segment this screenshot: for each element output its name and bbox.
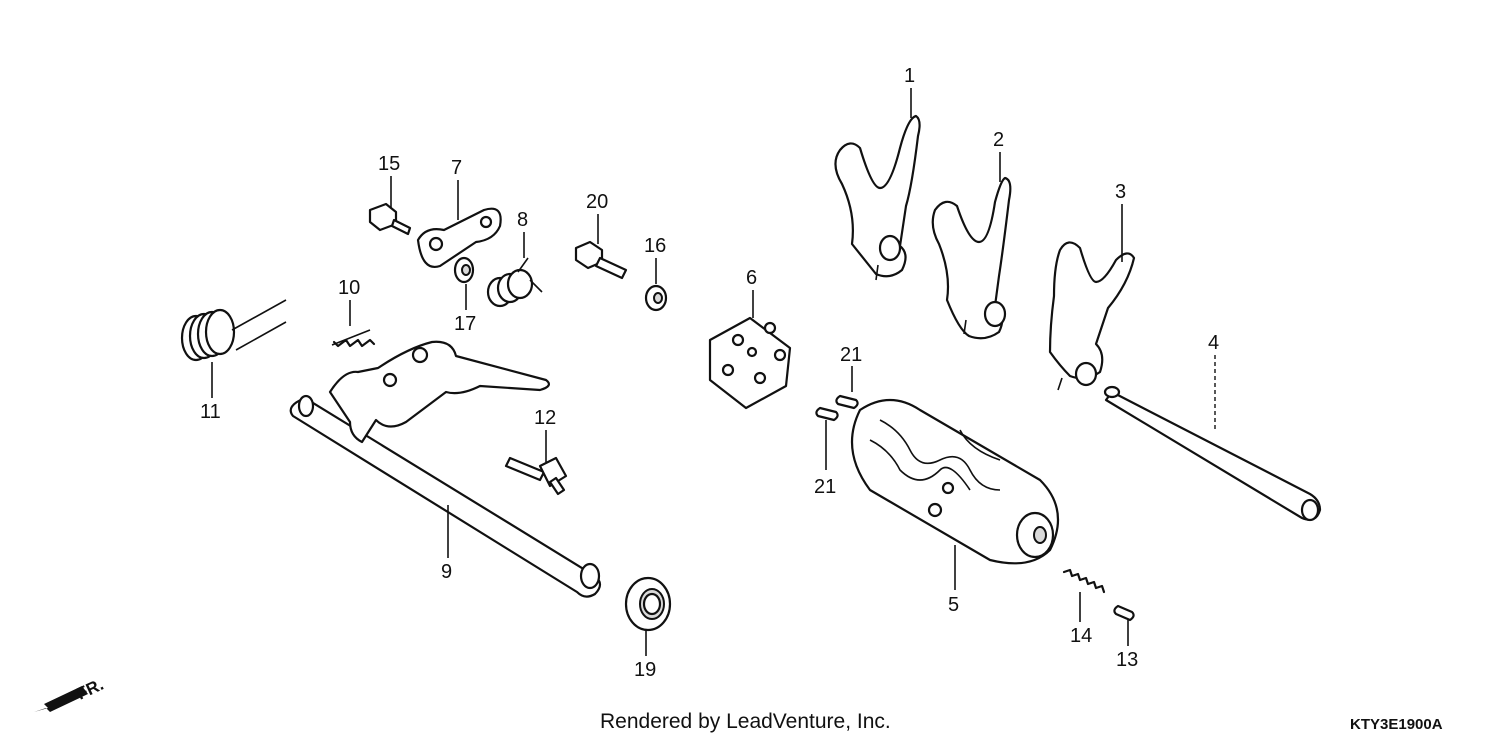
callout-10: 10 bbox=[338, 277, 360, 299]
rendered-by-credit: Rendered by LeadVenture, Inc. bbox=[600, 710, 891, 733]
callout-3: 3 bbox=[1115, 181, 1126, 203]
callout-6: 6 bbox=[746, 267, 757, 289]
part-8-spring[interactable] bbox=[486, 257, 543, 308]
callout-2: 2 bbox=[993, 129, 1004, 151]
part-6-drum-center[interactable] bbox=[708, 316, 792, 410]
callout-11: 11 bbox=[200, 401, 221, 423]
callout-13: 13 bbox=[1116, 649, 1138, 671]
part-1-shift-fork[interactable] bbox=[834, 114, 921, 281]
callout-15: 15 bbox=[378, 153, 400, 175]
part-7-stopper-arm[interactable] bbox=[416, 207, 502, 269]
part-21-dowel-pin-upper[interactable] bbox=[835, 394, 859, 410]
callout-4: 4 bbox=[1208, 332, 1219, 354]
callout-21-upper: 21 bbox=[840, 344, 862, 366]
callout-8: 8 bbox=[517, 209, 528, 231]
part-17-washer[interactable] bbox=[453, 256, 475, 284]
part-4-fork-shaft[interactable] bbox=[1103, 385, 1322, 522]
part-9-gearshift-spindle[interactable] bbox=[289, 340, 602, 598]
callout-17: 17 bbox=[454, 313, 476, 335]
callout-20: 20 bbox=[586, 191, 608, 213]
part-19-oil-seal[interactable] bbox=[624, 576, 672, 632]
part-21-dowel-pin-lower[interactable] bbox=[815, 406, 839, 422]
part-16-washer[interactable] bbox=[644, 284, 668, 312]
part-13-pin[interactable] bbox=[1113, 604, 1135, 622]
callout-7: 7 bbox=[451, 157, 462, 179]
callout-21-lower: 21 bbox=[814, 476, 836, 498]
callout-19: 19 bbox=[634, 659, 656, 681]
part-2-shift-fork[interactable] bbox=[931, 176, 1012, 340]
part-20-bolt[interactable] bbox=[574, 240, 628, 280]
front-marker-label: FR. bbox=[74, 675, 107, 704]
front-arrow-icon bbox=[34, 686, 88, 712]
diagram-code: KTY3E1900A bbox=[1350, 716, 1443, 733]
callout-12: 12 bbox=[534, 407, 556, 429]
part-5-shift-drum[interactable] bbox=[850, 399, 1060, 565]
callout-5: 5 bbox=[948, 594, 959, 616]
part-12-pin-bolt[interactable] bbox=[504, 456, 568, 496]
part-3-shift-fork[interactable] bbox=[1048, 241, 1136, 391]
part-10-spring[interactable] bbox=[331, 329, 376, 348]
part-15-bolt[interactable] bbox=[368, 202, 412, 236]
callout-9: 9 bbox=[441, 561, 452, 583]
callout-14: 14 bbox=[1070, 625, 1092, 647]
callout-1: 1 bbox=[904, 65, 915, 87]
callout-16: 16 bbox=[644, 235, 666, 257]
part-11-torsion-spring[interactable] bbox=[180, 299, 287, 362]
part-14-spring[interactable] bbox=[1062, 568, 1106, 594]
